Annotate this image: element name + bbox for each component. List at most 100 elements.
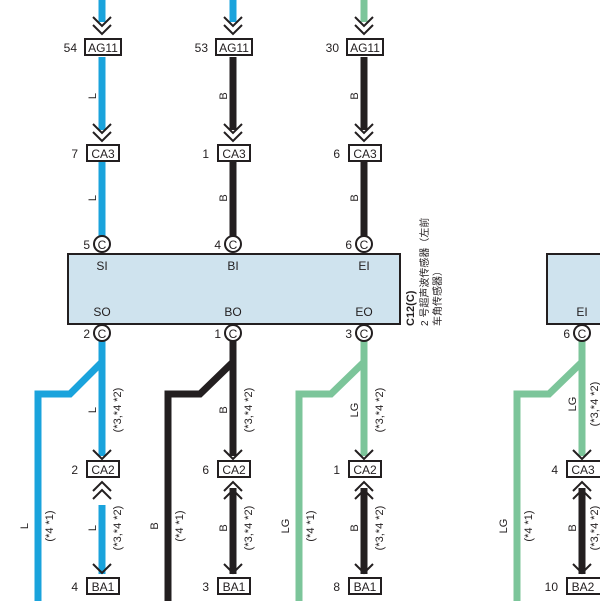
pin-number: 53 xyxy=(195,41,209,55)
connector-label: CA3 xyxy=(571,463,595,477)
wire-note: (*3,*4 *2) xyxy=(589,506,600,551)
connector-label: AG11 xyxy=(350,41,380,55)
pin-number: 5 xyxy=(83,238,90,252)
connector-label: AG11 xyxy=(88,41,118,55)
connector-row-ca3: CA3 CA3 CA3 7 1 6 xyxy=(71,144,382,162)
wire-note: (*4 *1) xyxy=(44,510,56,541)
pin-name: SO xyxy=(93,305,110,319)
wire-codes-bottom: L (*3,*4 *2) B (*3,*4 *2) B (*3,*4 *2) xyxy=(87,506,386,551)
pin-number: 6 xyxy=(563,327,570,341)
pin-circle-letter: C xyxy=(98,327,107,341)
connector-label: CA2 xyxy=(222,463,246,477)
pin-number: 8 xyxy=(333,580,340,594)
wire-code: B xyxy=(218,92,230,99)
wire-note: (*3,*4 *2) xyxy=(243,388,255,433)
wire-code: B xyxy=(149,522,161,529)
wire-note: (*4 *1) xyxy=(305,510,317,541)
pin-circle-letter: C xyxy=(360,327,369,341)
wire-code: L xyxy=(87,93,99,99)
pin-number: 4 xyxy=(214,238,221,252)
pin-number: 10 xyxy=(545,580,559,594)
connector-row-ag11: AG11 AG11 AG11 54 53 30 xyxy=(64,38,384,56)
connector-label: BA1 xyxy=(223,580,246,594)
wire-code: B xyxy=(567,524,579,531)
connector-label: AG11 xyxy=(219,41,249,55)
pin-number: 6 xyxy=(202,463,209,477)
sensor-block: SI BI EI SO BO EO xyxy=(67,253,401,325)
pin-number: 7 xyxy=(71,147,78,161)
wire-codes-mid: L B B xyxy=(87,194,361,201)
wire-column-1 xyxy=(34,0,106,601)
wire-code: B xyxy=(218,406,230,413)
wire-note: (*3,*4 *2) xyxy=(243,506,255,551)
pin-circle-letter: C xyxy=(229,238,238,252)
pin-circle-letter: C xyxy=(229,327,238,341)
pin-name: SI xyxy=(96,259,107,273)
wire-note: (*3,*4 *2) xyxy=(112,506,124,551)
pin-number: 30 xyxy=(326,41,340,55)
pin-number: 2 xyxy=(71,463,78,477)
connector-label: BA1 xyxy=(354,580,377,594)
wire-code: B xyxy=(349,524,361,531)
wire-column-3 xyxy=(295,0,368,601)
pin-name: BO xyxy=(224,305,241,319)
wire-code: LG xyxy=(498,519,510,534)
pin-number: 1 xyxy=(214,327,221,341)
wire-codes-branch: L (*4 *1) B (*4 *1) LG (*4 *1) xyxy=(19,510,317,541)
connector-label: CA2 xyxy=(353,463,377,477)
pin-number: 3 xyxy=(202,580,209,594)
wire-note: (*4 *1) xyxy=(174,510,186,541)
wire-column-4 xyxy=(513,341,586,601)
wire-column-2 xyxy=(164,0,237,601)
pin-circles-top: C C C 5 4 6 xyxy=(83,235,373,253)
connector-row-ca2: CA2 CA2 CA2 2 6 1 xyxy=(71,460,382,478)
pin-name: EI xyxy=(576,305,587,319)
pin-number: 6 xyxy=(345,238,352,252)
partial-right-block: EI C 6 LG (*3,*4 *2) CA3 4 B (*3,*4 *2) … xyxy=(498,253,600,595)
wire-note: (*3,*4 *2) xyxy=(112,388,124,433)
wire-code: L xyxy=(19,523,31,529)
connector-label: CA3 xyxy=(353,147,377,161)
connector-label: CA3 xyxy=(91,147,115,161)
sensor-id: C12(C) xyxy=(405,290,417,326)
pin-name: BI xyxy=(227,259,238,273)
connector-label: CA3 xyxy=(222,147,246,161)
wire-code: L xyxy=(87,195,99,201)
wire-code: LG xyxy=(567,397,579,412)
connector-label: BA2 xyxy=(572,580,595,594)
pin-number: 4 xyxy=(551,463,558,477)
connector-label: CA2 xyxy=(91,463,115,477)
pin-number: 4 xyxy=(71,580,78,594)
sensor-desc-line1: 2 号超声波传感器（左前 xyxy=(418,218,431,326)
wire-note: (*4 *1) xyxy=(523,510,535,541)
wire-code: L xyxy=(87,407,99,413)
wire-code: B xyxy=(218,524,230,531)
wire-code: B xyxy=(349,194,361,201)
wire-code: LG xyxy=(349,403,361,418)
pin-number: 1 xyxy=(202,147,209,161)
wire-codes-upper: L B B xyxy=(87,92,361,99)
pin-circle-letter: C xyxy=(98,238,107,252)
wire-note: (*3,*4 *2) xyxy=(589,382,600,427)
connector-label: BA1 xyxy=(92,580,115,594)
pin-name: EO xyxy=(355,305,372,319)
pin-number: 2 xyxy=(83,327,90,341)
wire-note: (*3,*4 *2) xyxy=(374,388,386,433)
pin-circle-letter: C xyxy=(578,327,587,341)
wire-code: L xyxy=(87,525,99,531)
wire-code: B xyxy=(349,92,361,99)
pin-circles-bottom: C C C 2 1 3 xyxy=(83,324,373,342)
wire-code: B xyxy=(218,194,230,201)
wire-code: LG xyxy=(280,519,292,534)
sensor-label: C12(C) 2 号超声波传感器（左前 车角传感器） xyxy=(405,218,444,326)
pin-number: 3 xyxy=(345,327,352,341)
pin-number: 6 xyxy=(333,147,340,161)
wire-note: (*3,*4 *2) xyxy=(374,506,386,551)
wire-codes-lower: L (*3,*4 *2) B (*3,*4 *2) LG (*3,*4 *2) xyxy=(87,388,386,433)
arrow-chevrons xyxy=(92,16,592,575)
pin-name: EI xyxy=(358,259,369,273)
sensor-desc-line2: 车角传感器） xyxy=(431,266,444,326)
pin-number: 1 xyxy=(333,463,340,477)
connector-row-ba1: BA1 BA1 BA1 4 3 8 xyxy=(71,577,382,595)
